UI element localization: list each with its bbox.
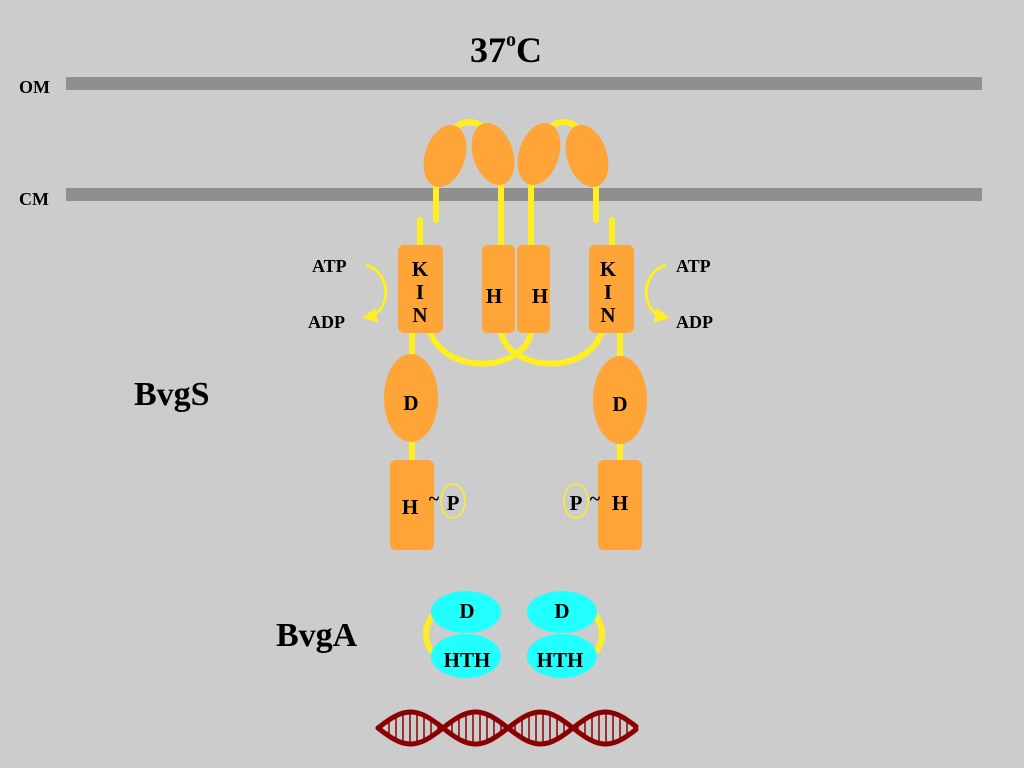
hpt-label-left: H: [402, 495, 418, 519]
bvga-receiver-left: [431, 591, 501, 633]
kinase-domain-right: [589, 245, 634, 333]
periplasmic-domain-1: [423, 124, 467, 188]
histidine-domain-center-left: [482, 245, 515, 333]
dna-strand-2: [375, 709, 639, 747]
outer-membrane-label: OM: [19, 77, 50, 97]
bvga-receiver-label-right: D: [554, 599, 569, 623]
phosphate-label-right: P: [570, 491, 583, 515]
phosphate-circle-left: [440, 483, 466, 519]
cytoplasmic-membrane-label: CM: [19, 189, 49, 209]
cytoplasmic-membrane: [66, 188, 982, 201]
degree-superscript: o: [506, 29, 516, 51]
bvga-receiver-right: [527, 591, 597, 633]
periplasmic-domain-4: [565, 124, 609, 188]
curved-arrow-icon: [644, 263, 670, 323]
bvga-hth-right: [527, 634, 597, 678]
histidine-domain-center-right: [517, 245, 550, 333]
bvga-hth-label-left: HTH: [444, 648, 491, 672]
linker-network: [409, 119, 623, 659]
kinase-letter-k-left: K: [412, 257, 429, 281]
receiver-label-left: D: [403, 391, 418, 415]
histidine-label-center-right: H: [532, 284, 548, 308]
bvga-label: BvgA: [276, 617, 358, 654]
kinase-letter-k-right: K: [600, 257, 617, 281]
receiver-domain-left: [384, 354, 438, 442]
atp-label-right: ATP: [676, 256, 711, 276]
cross-linker-right: [498, 329, 605, 367]
kinase-letter-n-left: N: [412, 303, 427, 327]
receiver-label-right: D: [612, 392, 627, 416]
phosphate-circle-right: [563, 483, 589, 519]
kinase-letter-i-right: I: [604, 280, 612, 304]
adp-label-left: ADP: [308, 312, 345, 332]
temperature-title: 37oC: [470, 29, 542, 70]
hpt-domain-left: [390, 460, 434, 550]
bvga-hth-left: [431, 634, 501, 678]
temperature-unit: C: [516, 30, 542, 70]
kinase-letter-n-right: N: [600, 303, 615, 327]
periplasmic-domain-3: [517, 122, 561, 186]
hpt-label-right: H: [612, 491, 628, 515]
bvga-receiver-label-left: D: [459, 599, 474, 623]
atp-label-left: ATP: [312, 256, 347, 276]
phosphate-label-left: P: [447, 491, 460, 515]
bvga-hth-label-right: HTH: [537, 648, 584, 672]
temperature-value: 37: [470, 30, 506, 70]
kinase-letter-i-left: I: [416, 280, 424, 304]
outer-membrane: [66, 77, 982, 90]
tilde-right: ~: [590, 488, 601, 510]
cross-linker-left: [427, 329, 534, 367]
kinase-domain-left: [398, 245, 443, 333]
dna-helix-icon: [375, 709, 639, 747]
hpt-domain-right: [598, 460, 642, 550]
adp-label-right: ADP: [676, 312, 713, 332]
receiver-domain-right: [593, 356, 647, 444]
curved-arrow-icon: [362, 263, 388, 323]
periplasmic-domain-2: [471, 122, 515, 186]
histidine-label-center-left: H: [486, 284, 502, 308]
bvgs-label: BvgS: [134, 376, 210, 413]
tilde-left: ~: [429, 488, 440, 510]
